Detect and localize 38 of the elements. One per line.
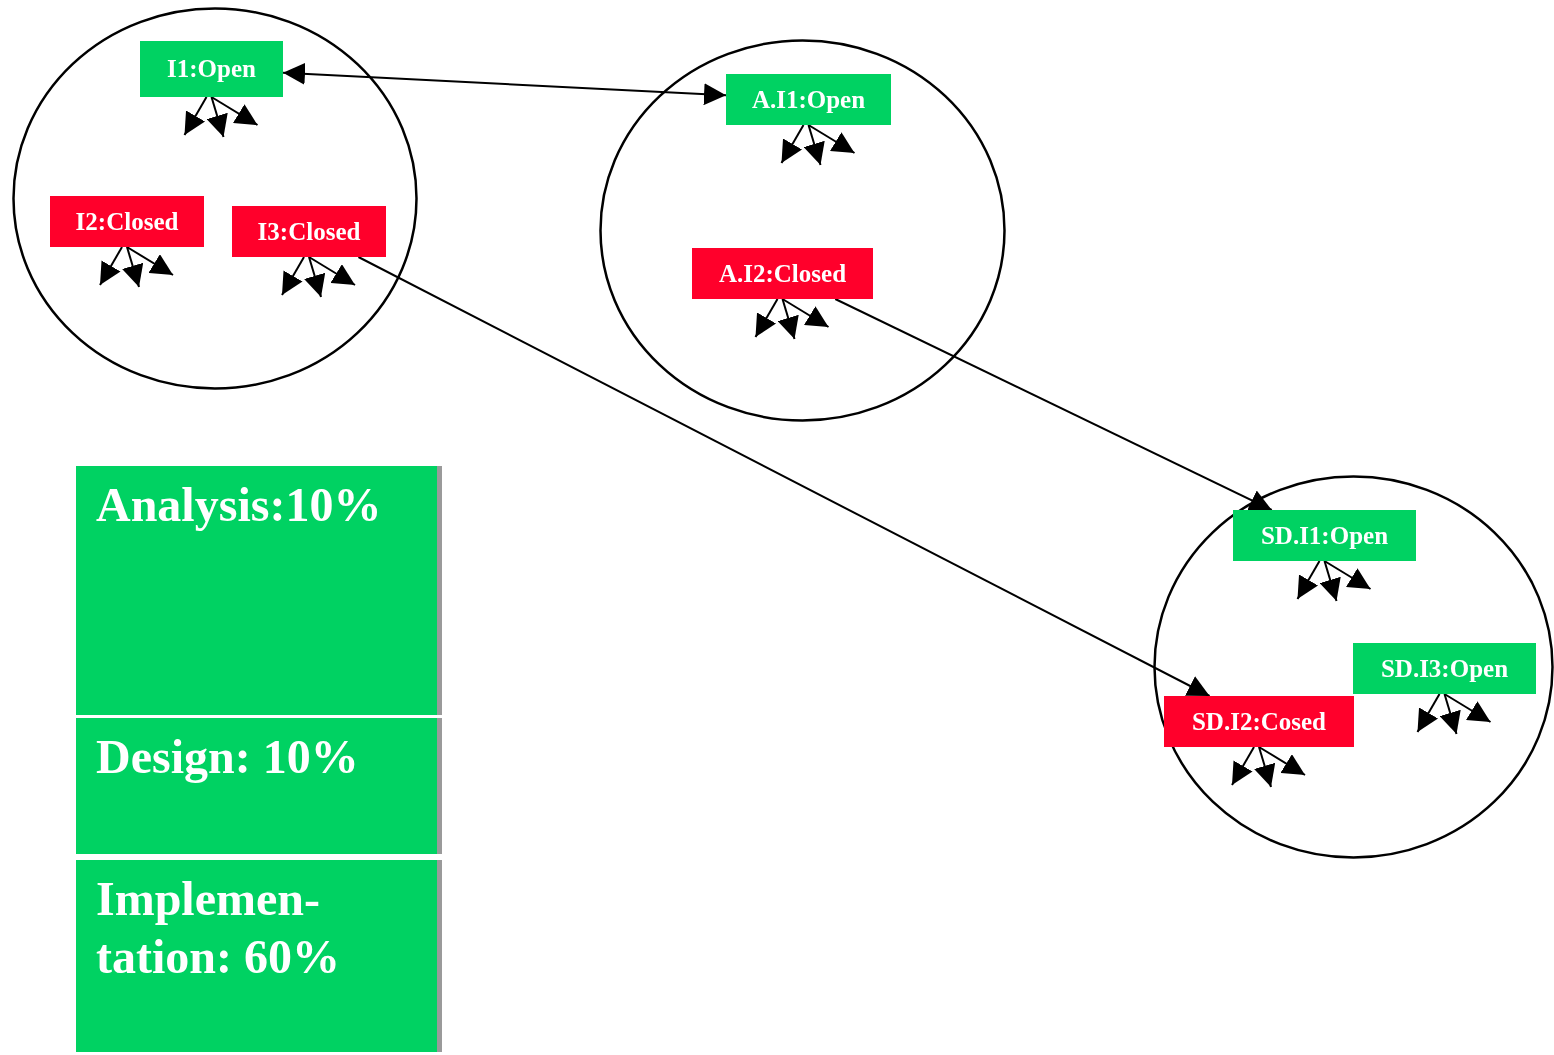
free-arrow — [126, 246, 174, 276]
free-arrow — [1323, 560, 1372, 590]
closed-state-box: SD.I2:Cosed — [1164, 696, 1354, 747]
free-arrow — [183, 96, 208, 136]
free-arrow — [122, 246, 144, 288]
connector-arrow — [282, 62, 727, 106]
free-arrow — [754, 298, 779, 338]
open-state-box: SD.I3:Open — [1353, 643, 1536, 694]
connector-arrow — [357, 256, 1211, 697]
closed-state-box: I2:Closed — [50, 196, 204, 247]
free-arrow — [781, 298, 830, 328]
free-arrow — [308, 256, 356, 286]
free-arrow — [1443, 693, 1492, 723]
connector-arrow — [834, 298, 1273, 511]
free-arrow — [99, 246, 123, 286]
free-arrow — [1439, 693, 1461, 735]
open-state-box: I1:Open — [140, 41, 283, 97]
free-arrow — [777, 298, 799, 340]
closed-state-box: A.I2:Closed — [692, 248, 873, 299]
free-arrow — [304, 256, 326, 298]
open-state-box: A.I1:Open — [726, 74, 891, 125]
free-arrow — [1416, 693, 1441, 733]
phase-box: Design: 10% — [76, 718, 442, 854]
free-arrow — [206, 96, 228, 138]
free-arrow — [1254, 746, 1276, 788]
free-arrow — [210, 96, 259, 126]
free-arrow — [1231, 746, 1255, 786]
phase-box: Analysis:10% — [76, 466, 442, 715]
closed-state-box: I3:Closed — [232, 206, 386, 257]
free-arrow — [807, 124, 856, 154]
phase-box: Implemen- tation: 60% — [76, 860, 442, 1052]
free-arrow — [281, 256, 305, 296]
free-arrow — [1296, 560, 1321, 600]
free-arrow — [1258, 746, 1306, 776]
free-arrow — [780, 124, 805, 164]
free-arrow — [1319, 560, 1341, 602]
free-arrow — [803, 124, 825, 166]
open-state-box: SD.I1:Open — [1233, 510, 1416, 561]
